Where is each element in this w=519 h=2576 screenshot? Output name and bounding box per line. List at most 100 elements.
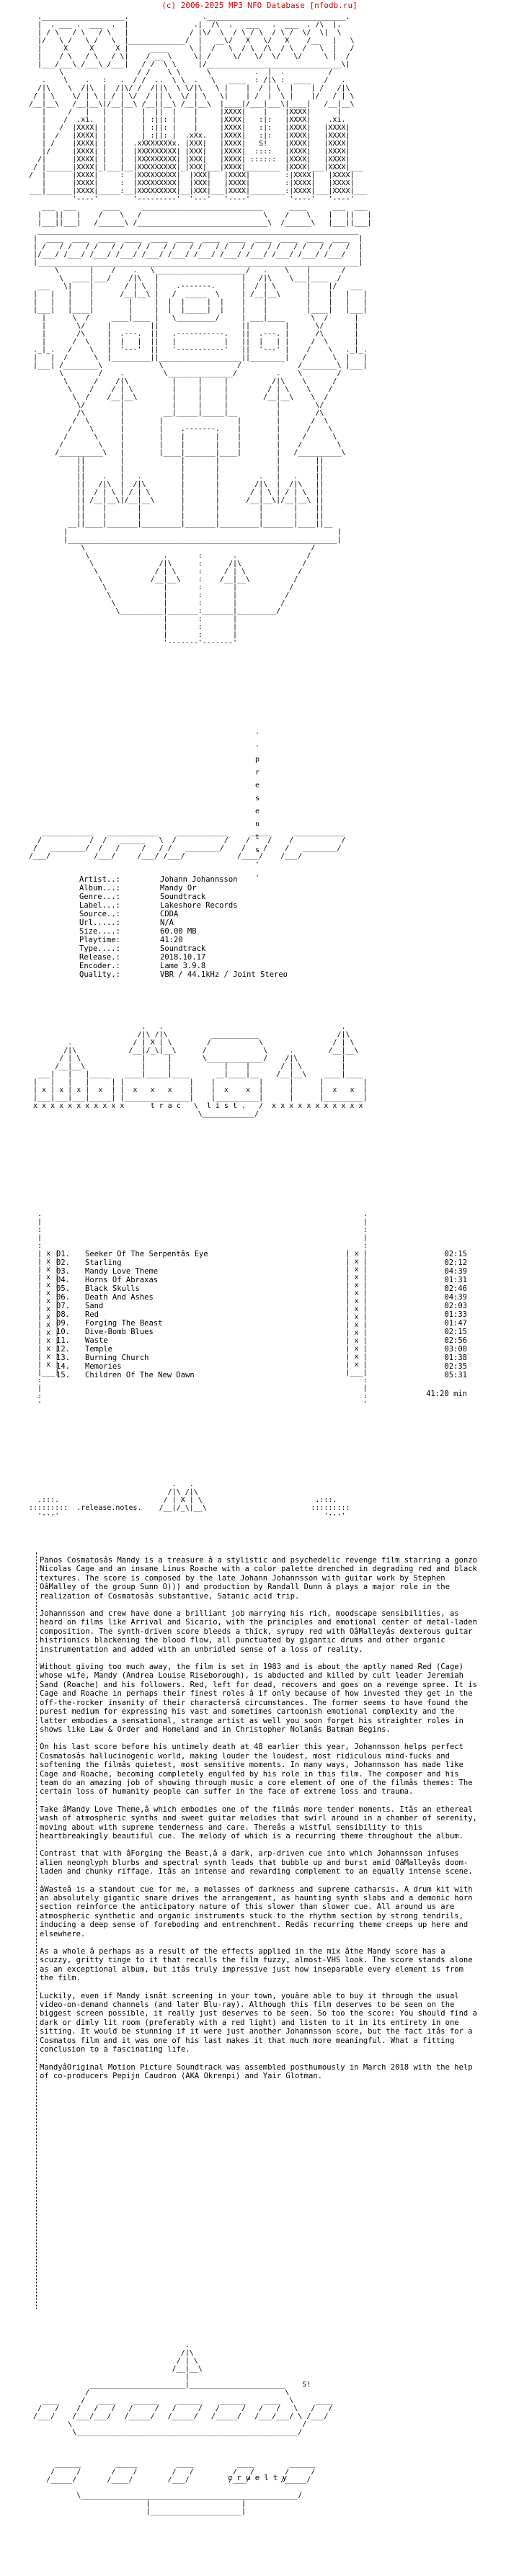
notes-paragraph: Johannsson and crew have done a brillian… — [40, 1609, 477, 1654]
nfodb-banner[interactable]: (c) 2006-2025 MP3 NFO Database [nfodb.ru… — [161, 1, 358, 10]
info-key: Release.: — [79, 953, 120, 962]
track-num: 07. — [56, 1302, 70, 1310]
info-key: Album...: — [79, 884, 120, 893]
track-num: 09. — [56, 1319, 70, 1328]
info-row: Label...: Lakeshore Records — [79, 901, 483, 910]
group-name: cruelty — [227, 2473, 292, 2482]
info-key: Type....: — [79, 944, 120, 953]
track-title: Death And Ashes — [85, 1293, 154, 1302]
ascii-tracklist-header: . . . /|\ /|\ ___________ /|\ . / | X | … — [33, 1023, 368, 1118]
info-key: Encoder.: — [79, 962, 120, 970]
notes-paragraph: On his last score before his untimely de… — [40, 1743, 473, 1797]
release-notes: Panos Cosmatosâs Mandy is a treasure â a… — [40, 1556, 479, 2089]
track-row: 04. Horns Of Abraxas 01:31 — [56, 1276, 467, 1284]
info-value: N/A — [160, 918, 174, 927]
info-row: Album...: Mandy Or — [79, 884, 483, 893]
track-dur: 02:35 — [444, 1362, 467, 1371]
track-row: 05. Black Skulls 02:46 — [56, 1284, 467, 1293]
notes-paragraph: Panos Cosmatosâs Mandy is a treasure â a… — [40, 1556, 477, 1601]
track-dur: 02:56 — [444, 1336, 467, 1345]
ascii-release-logo: ____________ ____________ ____________ _… — [29, 828, 346, 860]
info-key: Quality.: — [79, 970, 120, 979]
track-row: 12. Temple 03:00 — [56, 1345, 467, 1354]
track-title: Mandy Love Theme — [85, 1267, 159, 1276]
track-row: 09. Forging The Beast 01:47 — [56, 1319, 467, 1328]
track-num: 10. — [56, 1328, 70, 1336]
track-row: 06. Death And Ashes 04:39 — [56, 1293, 467, 1302]
track-dur: 02:15 — [444, 1328, 467, 1336]
track-dur: 04:39 — [444, 1267, 467, 1276]
track-row: 07. Sand 02:03 — [56, 1302, 467, 1310]
track-title: Red — [85, 1310, 99, 1319]
track-num: 02. — [56, 1258, 70, 1267]
track-title: Starling — [85, 1258, 122, 1267]
track-dur: 03:00 — [444, 1345, 467, 1354]
info-value: Lakeshore Records — [160, 901, 238, 910]
info-key: Genre...: — [79, 893, 120, 901]
track-num: 04. — [56, 1276, 70, 1284]
info-value: 2018.10.17 — [160, 953, 206, 962]
info-value: Mandy Or — [160, 884, 197, 893]
track-title: Memories — [85, 1362, 122, 1371]
info-row: Artist..:Johann Johannsson — [79, 875, 483, 884]
track-title: Sand — [85, 1302, 104, 1310]
track-dur: 05:31 — [444, 1371, 467, 1379]
track-dur: 04:39 — [444, 1293, 467, 1302]
track-dur: 01:38 — [444, 1354, 467, 1362]
info-key: Size....: — [79, 927, 120, 936]
tracklist: 01. Seeker Of The Serpentâs Eye 02:15 02. St… — [56, 1250, 467, 1398]
info-value: 60.00 MB — [160, 927, 197, 936]
info-row: Type....:Soundtrack — [79, 944, 483, 953]
track-num: 05. — [56, 1284, 70, 1293]
ascii-footer-logo: . /|\ / | \ /__|__\ | __________________… — [33, 2341, 333, 2515]
track-row: 14. Memories 02:35 — [56, 1362, 467, 1371]
info-value: Lame 3.9.8 — [160, 962, 206, 970]
track-title: Seeker Of The Serpentâs Eye — [85, 1250, 208, 1258]
info-row: Source..:CDDA — [79, 910, 483, 918]
track-title: Black Skulls — [85, 1284, 140, 1293]
notes-paragraph: Luckily, even if Mandy isnât screening i… — [40, 1991, 477, 2054]
track-title: Horns Of Abraxas — [85, 1276, 159, 1284]
ascii-logo-art: .___________________. ._________________… — [29, 13, 372, 647]
track-dur: 02:15 — [444, 1250, 467, 1258]
track-title: Temple — [85, 1345, 112, 1354]
ascii-notes-header: . . /|\ /|\ .:::. / | X | \ .:::. ::::::… — [29, 1480, 350, 1516]
notes-paragraph: MandyâOriginal Motion Picture Soundtrack… — [40, 2062, 473, 2080]
info-value: VBR / 44.1kHz / Joint Stereo — [160, 970, 288, 979]
track-num: 08. — [56, 1310, 70, 1319]
notes-paragraph: Take âMandy Love Theme,â which embodies … — [40, 1804, 477, 1841]
info-key: Url.....: — [79, 918, 120, 927]
info-row: Genre...: Soundtrack — [79, 893, 483, 901]
info-key: Artist..: — [79, 875, 120, 884]
track-row: 01. Seeker Of The Serpentâs Eye 02:15 — [56, 1250, 467, 1258]
info-value: Soundtrack — [160, 893, 206, 901]
track-num: 06. — [56, 1293, 70, 1302]
notes-paragraph: âWasteâ is a standout cue for me, a mola… — [40, 1884, 473, 1938]
notes-paragraph: Without giving too much away, the film i… — [40, 1663, 477, 1734]
track-dur: 02:12 — [444, 1258, 467, 1267]
info-key: Playtime: — [79, 936, 120, 944]
track-title: Forging The Beast — [85, 1319, 163, 1328]
track-dur: 01:31 — [444, 1276, 467, 1284]
track-dur: 01:47 — [444, 1319, 467, 1328]
info-row: Url.....: N/A — [79, 918, 483, 927]
track-num: 01. — [56, 1250, 70, 1258]
info-value: CDDA — [160, 910, 179, 918]
track-dur: 02:03 — [444, 1302, 467, 1310]
info-row: Playtime:41:20 — [79, 936, 483, 944]
info-row: Size....: 60.00 MB — [79, 927, 483, 936]
track-row: 02. Starling 02:12 — [56, 1258, 467, 1267]
info-key: Label...: — [79, 901, 120, 910]
track-dur: 02:46 — [444, 1284, 467, 1293]
notes-paragraph: Contrast that with âForging the Beast,â … — [40, 1849, 473, 1877]
track-num: 15. — [56, 1371, 70, 1379]
track-num: 12. — [56, 1345, 70, 1354]
track-num: 14. — [56, 1362, 70, 1371]
